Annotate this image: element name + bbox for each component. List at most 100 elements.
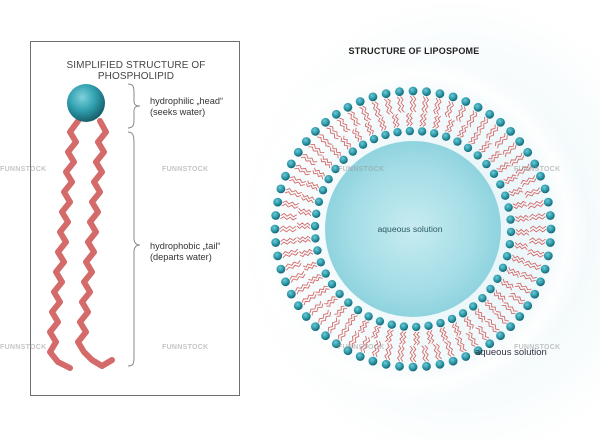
watermark-1: FUNNSTOCK [0,166,47,173]
lipid-tail [484,320,498,333]
watermark-7: FUNNSTOCK [338,344,385,351]
lipid-tail [320,311,332,326]
lipid-tail [442,326,449,341]
lipid-tail [387,343,393,361]
watermark-4: FUNNSTOCK [514,166,561,173]
lipid-tail [302,261,317,268]
lipid-head [515,312,525,321]
lipid-tail [529,225,547,230]
lipid-tail [338,324,347,340]
lipid-tail [328,125,342,138]
lipid-tail [357,320,367,332]
lipid-tail [525,190,541,198]
lipid-tail [336,307,348,317]
lipid-tail [447,340,455,356]
head-label-line1: hydrophilic „head“ [150,96,224,106]
lipid-tail [383,98,391,115]
lipid-tail [320,158,331,169]
lipid-tail [298,248,313,255]
lipid-head [435,359,445,369]
lipid-head [318,186,328,195]
lipid-head [405,126,414,136]
lipid-tail [521,271,538,279]
lipid-head [316,258,325,267]
lipid-tail [302,154,318,163]
lipid-tail [294,167,310,176]
lipid-tail [301,196,314,204]
inner-leaflet [296,112,530,346]
lipid-head [473,151,482,160]
lipid-tail [529,228,547,233]
liposome [237,53,589,405]
lipid-tail [412,345,417,363]
lipid-tail [282,248,299,255]
lipid-tail [508,267,521,275]
lipid-head [343,102,353,112]
lipid-tail [436,98,442,116]
lipid-head [353,305,363,315]
lipid-head [293,301,303,311]
lipid-tail [477,116,486,132]
lipid-tail [444,341,452,357]
lipid-tail [444,119,453,132]
lipid-tail [421,345,426,362]
lipid-tail [340,326,349,342]
lipid-tail [280,212,298,218]
tail-label-line2: (departs water) [150,252,212,262]
lipid-head [546,224,556,234]
lipid-tail [509,190,524,197]
lipid-tail [295,281,309,292]
lipid-head [348,147,357,156]
lipid-tail [288,179,305,187]
tail-brace [127,131,141,367]
lipid-tail [322,155,333,166]
lipid-head [321,331,330,341]
lipid-tail [447,120,456,133]
lipid-tail [409,95,414,113]
lipid-head [478,294,487,303]
lipid-tail [360,335,368,352]
lipid-tail [475,310,483,323]
lipid-tail [455,104,463,121]
lipid-tail [468,331,479,346]
lipid-head [321,117,330,127]
lipid-tail [517,166,531,177]
lipid-head [482,159,491,169]
lipid-tail [360,321,370,334]
lipid-tail [282,200,300,206]
lipid-tail [387,98,394,115]
lipid-head [540,184,550,194]
lipid-head [381,359,391,369]
lipid-head [273,251,283,261]
lipid-tail [426,330,432,345]
lipid-head [417,127,427,136]
lipid-head [293,147,303,157]
lipid-tail [515,231,530,236]
lipid-tail [526,252,544,258]
lipid-head [463,143,473,153]
lipid-tail [297,211,312,217]
lipid-tail [501,304,516,315]
lipid-tail [303,294,317,306]
lipid-tail [280,240,297,246]
lipid-head [276,264,286,274]
lipid-tail [487,299,496,311]
lipid-tail [315,285,328,294]
lipid-head [435,89,445,99]
lipid-head [486,284,495,294]
lipid-head [493,274,502,283]
lipid-head [311,322,320,331]
lipid-head [447,314,457,324]
lipid-head [375,317,385,326]
lipid-tail [506,269,519,278]
lipid-tail [327,317,338,332]
lipid-tail [280,237,297,242]
lipid-tail [512,254,525,262]
watermark-2: FUNNSTOCK [162,166,209,173]
lipid-tail [468,132,478,143]
lipid-tail [511,257,525,265]
lipid-tail [309,276,323,284]
lipid-head [355,97,365,106]
lipid-tail [421,96,426,113]
lipid-tail [524,187,540,195]
